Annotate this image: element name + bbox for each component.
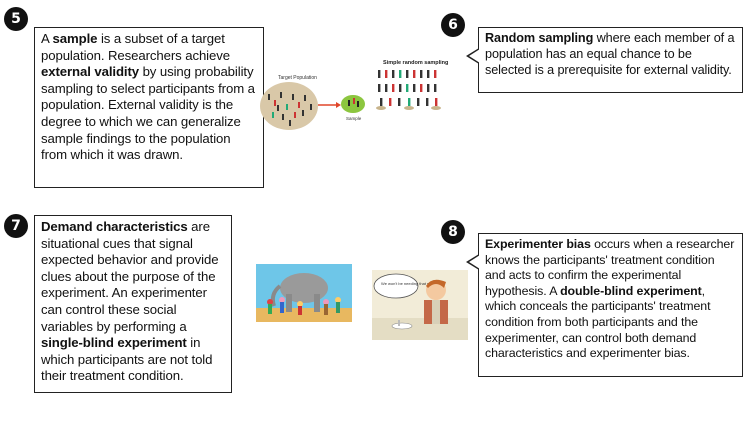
body-text: , which conceals the participants' treat… [485,283,711,361]
body-text: A [41,31,53,46]
step-number-5: 5 [4,7,28,31]
population-people [268,92,312,126]
body-text: in which participants are not told their… [41,335,213,384]
sample-definition-card: A sample is a subset of a target populat… [34,27,276,188]
step-number-7: 7 [4,214,28,238]
body-text: by using probability sampling to select … [41,64,255,163]
speech-bubble [373,273,419,299]
bold-term: Random sampling [485,31,594,45]
body-text: is a subset of a target population. Rese… [41,31,230,63]
step-number-6: 6 [441,13,465,37]
bold-term: single-blind experiment [41,335,187,351]
random-sampling-card: Random sampling where each member of a p… [466,27,743,93]
srs-title: Simple random sampling [383,60,448,66]
target-population-label: Target Population [278,75,317,81]
body-text: where each member of a population has an… [485,31,735,77]
bold-term: external validity [41,64,139,80]
experimenter-bias-card: Experimenter bias occurs when a research… [466,233,743,377]
experimenter-illustration: We won't be needing that sample... [372,270,468,340]
target-population-ellipse [260,82,318,130]
sample-label: Sample [346,116,362,121]
blind-men-elephant-illustration [256,264,352,322]
sampling-illustration: Target Population Sample Simple random s… [260,60,448,130]
body-text: are situational cues that signal expecte… [41,219,219,334]
speech-bubble-text: We won't be needing that sample... [381,281,443,286]
bold-term: sample [52,31,98,46]
demand-characteristics-card: Demand characteristics are situational c… [34,215,232,393]
step-number-8: 8 [441,220,465,244]
bold-term: double-blind experiment [560,283,702,298]
srs-people-grid [376,70,441,110]
body-text: occurs when a researcher knows the parti… [485,237,735,298]
bold-term: Demand characteristics [41,219,188,234]
bold-term: Experimenter bias [485,237,591,251]
